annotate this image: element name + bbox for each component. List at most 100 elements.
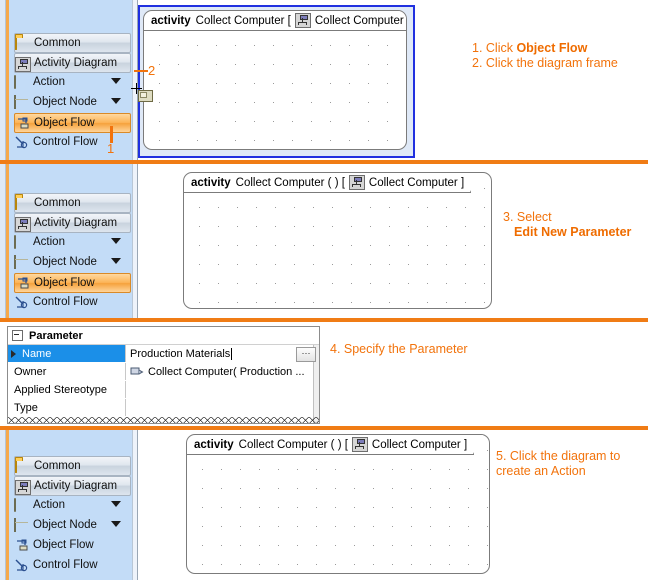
palette-item-object-flow[interactable]: Object Flow xyxy=(14,273,131,293)
object-flow-ghost-icon xyxy=(138,90,153,102)
folder-icon xyxy=(15,458,30,473)
callout-tick-1 xyxy=(110,126,113,143)
tool-palette-3[interactable]: Common Activity Diagram Action Object No… xyxy=(0,430,138,580)
frame-keyword: activity xyxy=(151,14,191,27)
control-flow-icon xyxy=(14,558,29,572)
diagram-frame-header: activity Collect Computer ( ) [ Collect … xyxy=(187,435,486,455)
activity-diagram-icon xyxy=(15,56,31,72)
palette-item-label: Object Node xyxy=(33,96,97,108)
palette-item-label: Activity Diagram xyxy=(34,480,118,492)
property-value[interactable] xyxy=(126,381,319,398)
action-icon xyxy=(14,234,29,249)
palette-left-rail xyxy=(0,0,6,160)
parameter-property-table[interactable]: Parameter Name Production Materials ⋯ Ow… xyxy=(7,326,320,424)
activity-diagram-icon xyxy=(348,175,365,190)
object-flow-icon xyxy=(15,116,30,130)
control-flow-icon xyxy=(14,295,29,309)
instruction-line-2: 2. Click the diagram frame xyxy=(472,56,618,70)
object-node-icon xyxy=(14,94,29,109)
table-group-header[interactable]: Parameter xyxy=(8,327,319,345)
tool-palette-2[interactable]: Common Activity Diagram Action Object No… xyxy=(0,164,138,318)
chevron-down-icon[interactable] xyxy=(111,238,121,244)
palette-item-object-node[interactable]: Object Node xyxy=(14,93,131,111)
palette-orange-rail xyxy=(6,0,9,160)
cursor-crosshair xyxy=(131,83,142,94)
palette-item-control-flow[interactable]: Control Flow xyxy=(14,556,131,574)
activity-diagram-frame-2[interactable]: activity Collect Computer ( ) [ Collect … xyxy=(183,172,492,309)
frame-name: Collect Computer ( ) [ xyxy=(238,438,348,451)
instruction-line-1: 1. Click Object Flow xyxy=(472,41,588,55)
palette-item-label: Common xyxy=(34,460,81,472)
palette-scrollbar[interactable] xyxy=(132,430,137,580)
palette-item-label: Action xyxy=(33,236,65,248)
palette-item-label: Object Flow xyxy=(34,277,95,289)
table-scrollbar[interactable] xyxy=(313,327,319,423)
object-node-icon xyxy=(14,254,29,269)
table-row[interactable]: Applied Stereotype xyxy=(8,381,319,398)
callout-tick-2 xyxy=(134,70,148,72)
panel-separator-3 xyxy=(0,426,648,430)
palette-item-activity-diagram[interactable]: Activity Diagram xyxy=(14,476,131,496)
chevron-down-icon[interactable] xyxy=(111,98,121,104)
palette-left-rail xyxy=(0,164,6,318)
palette-item-action[interactable]: Action xyxy=(14,233,131,251)
property-name: Name xyxy=(8,345,126,362)
diagram-canvas[interactable] xyxy=(144,11,406,149)
palette-item-common[interactable]: Common xyxy=(14,193,131,213)
property-value[interactable]: Production Materials ⋯ xyxy=(126,345,319,362)
row-indicator-icon xyxy=(11,350,16,358)
torn-edge-decoration xyxy=(8,416,319,423)
action-icon xyxy=(14,497,29,512)
palette-item-action[interactable]: Action xyxy=(14,496,131,514)
property-value[interactable]: Collect Computer( Production ... xyxy=(126,363,319,380)
palette-item-object-node[interactable]: Object Node xyxy=(14,516,131,534)
diagram-canvas[interactable] xyxy=(184,173,491,308)
frame-keyword: activity xyxy=(194,438,234,451)
instruction-line-3a: 3. Select xyxy=(503,210,552,224)
diagram-canvas[interactable] xyxy=(187,435,489,573)
palette-item-activity-diagram[interactable]: Activity Diagram xyxy=(14,213,131,233)
action-icon xyxy=(14,74,29,89)
table-row[interactable]: Type xyxy=(8,399,319,416)
object-flow-icon xyxy=(15,276,30,290)
palette-item-action[interactable]: Action xyxy=(14,73,131,91)
frame-diagram-name: Collect Computer ] xyxy=(314,14,407,27)
frame-name: Collect Computer [ xyxy=(195,14,291,27)
chevron-down-icon[interactable] xyxy=(111,501,121,507)
activity-diagram-icon xyxy=(15,216,31,232)
palette-scrollbar[interactable] xyxy=(132,0,137,160)
chevron-down-icon[interactable] xyxy=(111,521,121,527)
ellipsis-button[interactable]: ⋯ xyxy=(296,347,316,362)
name-field-value: Production Materials xyxy=(130,347,231,360)
palette-item-common[interactable]: Common xyxy=(14,456,131,476)
object-flow-icon xyxy=(14,538,29,552)
palette-item-control-flow[interactable]: Control Flow xyxy=(14,293,131,311)
palette-item-label: Action xyxy=(33,499,65,511)
panel-separator-1 xyxy=(0,160,648,164)
collapse-icon[interactable] xyxy=(12,330,23,341)
frame-name: Collect Computer ( ) [ xyxy=(235,176,345,189)
palette-item-control-flow[interactable]: Control Flow xyxy=(14,133,131,151)
palette-orange-rail xyxy=(6,430,9,580)
activity-diagram-frame-3[interactable]: activity Collect Computer ( ) [ Collect … xyxy=(186,434,490,574)
palette-item-common[interactable]: Common xyxy=(14,33,131,53)
frame-keyword: activity xyxy=(191,176,231,189)
diagram-frame-header: activity Collect Computer [ Collect Comp… xyxy=(144,11,407,31)
palette-item-object-node[interactable]: Object Node xyxy=(14,253,131,271)
palette-item-object-flow[interactable]: Object Flow xyxy=(14,113,131,133)
palette-orange-rail xyxy=(6,164,9,318)
chevron-down-icon[interactable] xyxy=(111,258,121,264)
panel-separator-2 xyxy=(0,318,648,322)
palette-scrollbar[interactable] xyxy=(132,164,137,318)
callout-number-2: 2 xyxy=(148,63,156,78)
property-value[interactable] xyxy=(126,399,319,416)
tool-palette-1[interactable]: Common Activity Diagram Action Object No… xyxy=(0,0,138,160)
activity-diagram-frame-1[interactable]: activity Collect Computer [ Collect Comp… xyxy=(143,10,407,150)
activity-diagram-icon xyxy=(351,437,368,452)
palette-item-activity-diagram[interactable]: Activity Diagram xyxy=(14,53,131,73)
instruction-line-5a: 5. Click the diagram to xyxy=(496,449,621,463)
chevron-down-icon[interactable] xyxy=(111,78,121,84)
table-row[interactable]: Owner Collect Computer( Production ... xyxy=(8,363,319,380)
table-row[interactable]: Name Production Materials ⋯ xyxy=(8,345,319,362)
palette-item-object-flow[interactable]: Object Flow xyxy=(14,536,131,554)
